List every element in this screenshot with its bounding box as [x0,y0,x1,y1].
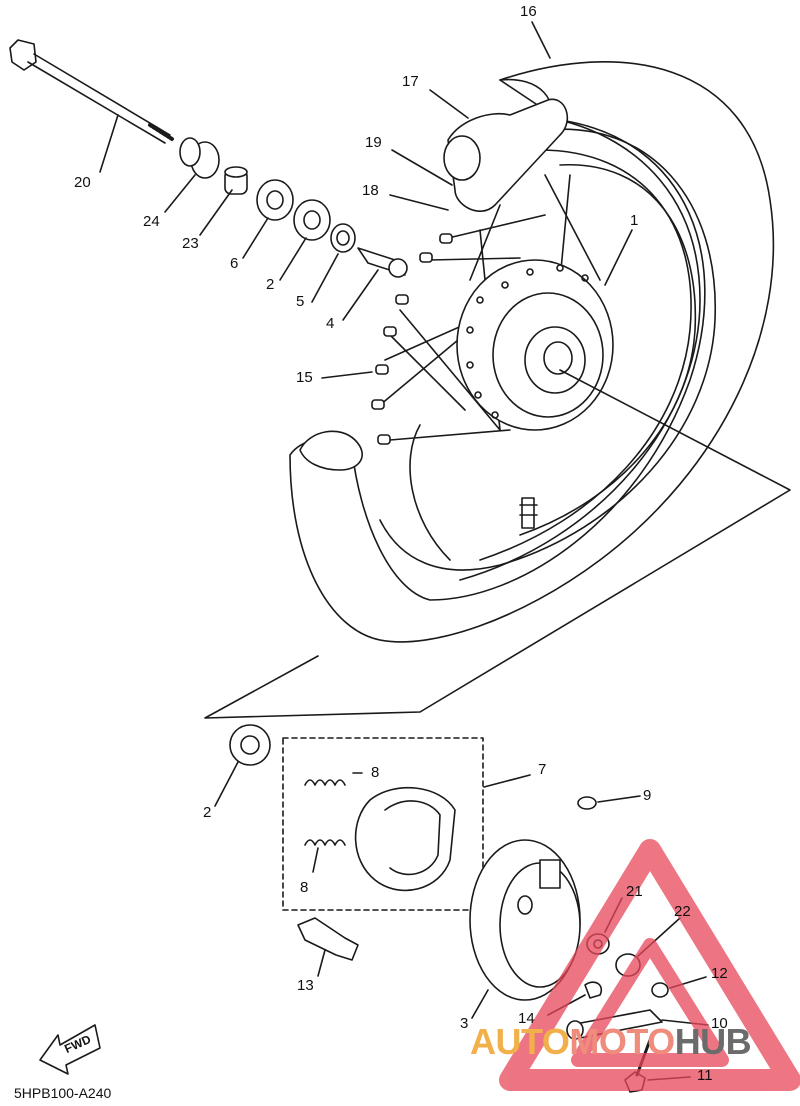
callout-2-upper: 2 [266,276,275,293]
camshaft-13 [297,917,359,961]
callout-19: 19 [365,134,382,151]
oil-seal-4 [330,223,356,253]
cap-9 [577,796,597,810]
callout-7: 7 [538,761,547,778]
callout-16: 16 [520,3,537,20]
valve [299,430,538,529]
watermark-part-3: HUB [674,1021,752,1062]
callout-3: 4 [326,315,335,332]
axle-bolt [9,39,174,144]
nut-12 [651,982,669,998]
callout-21: 21 [626,883,643,900]
hub [456,259,614,431]
spoke-nipples [371,233,453,445]
tire [289,61,775,643]
callout-11: 11 [697,1067,713,1084]
callout-22: 22 [674,903,691,920]
callout-9: 9 [643,787,652,804]
spokes [379,174,601,441]
callout-6: 3 [460,1015,469,1032]
callout-18: 18 [362,182,379,199]
callout-15: 15 [296,369,313,386]
bearing-2-upper [293,199,331,241]
callout-23: 23 [182,235,199,252]
indicator-14 [584,981,603,999]
tube [443,98,569,212]
axle-spacer-24 [179,137,220,179]
spacer-3 [357,247,408,278]
callout-2-lower: 2 [203,804,212,821]
brake-plate-6 [469,839,581,1001]
fwd-arrow-icon [39,1024,101,1075]
callout-8-upper: 8 [371,764,380,781]
bearing-5 [256,179,294,221]
callout-5: 6 [230,255,239,272]
callout-4: 5 [296,293,305,310]
spring-lower [304,839,346,846]
bearing-2-lower [229,724,271,766]
callout-24: 24 [143,213,160,230]
callout-8-lower: 8 [300,879,309,896]
watermark-part-2: MOTO [569,1021,675,1062]
callout-17: 17 [402,73,419,90]
collar-23 [224,166,248,195]
callout-20: 20 [74,174,91,191]
callout-10: 10 [711,1015,728,1032]
spring-upper [304,779,346,786]
callout-13: 13 [297,977,314,994]
brake-shoe-kit-box [282,737,484,911]
watermark-part-1: AUTO [470,1021,570,1062]
watermark: AUTOMOTOHUB [470,1021,752,1062]
callout-1: 1 [630,212,639,229]
callout-14: 14 [518,1010,535,1027]
callout-12: 12 [711,965,728,982]
brake-shoes [354,786,456,892]
figure-code: 5HPB100-A240 [14,1085,112,1101]
watermark-logo-icon [499,839,800,1091]
